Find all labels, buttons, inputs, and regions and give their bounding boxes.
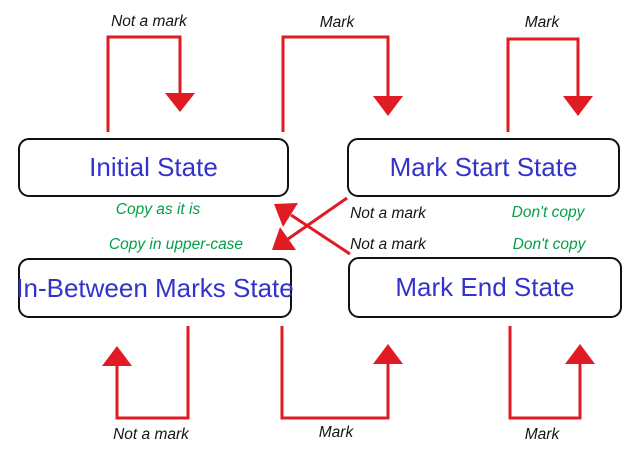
label-initial-to-mark-start: Mark bbox=[319, 14, 355, 31]
state-mark-start-label: Mark Start State bbox=[389, 152, 578, 182]
arrow-mark-start-self-loop bbox=[506, 37, 593, 132]
arrow-mark-end-to-initial bbox=[274, 203, 351, 256]
arrow-in-between-to-mark-end bbox=[280, 326, 403, 420]
arrow-mark-end-self-loop bbox=[508, 326, 595, 420]
arrow-in-between-self-loop bbox=[102, 326, 190, 420]
label-in-between-to-mark-end: Mark bbox=[318, 424, 354, 441]
label-dont-copy-top: Don't copy bbox=[511, 204, 585, 221]
state-initial-label: Initial State bbox=[89, 152, 218, 182]
state-mark-end: Mark End State bbox=[348, 257, 622, 318]
label-mark-end-to-initial: Not a mark bbox=[350, 205, 426, 222]
label-in-between-self-loop: Not a mark bbox=[113, 426, 189, 443]
label-dont-copy-bottom: Don't copy bbox=[512, 236, 586, 253]
label-mark-end-self-loop: Mark bbox=[524, 426, 560, 443]
state-in-between-label: In-Between Marks State bbox=[16, 272, 294, 303]
label-mark-start-self-loop: Mark bbox=[524, 14, 560, 31]
arrow-initial-self-loop bbox=[106, 35, 195, 132]
label-copy-upper: Copy in upper-case bbox=[108, 236, 244, 253]
state-initial: Initial State bbox=[18, 138, 289, 197]
state-mark-start: Mark Start State bbox=[347, 138, 620, 197]
state-mark-end-label: Mark End State bbox=[395, 272, 575, 302]
label-initial-self-loop: Not a mark bbox=[111, 13, 187, 30]
arrow-initial-to-mark-start bbox=[281, 35, 403, 132]
label-mark-start-to-in-between: Not a mark bbox=[350, 236, 426, 253]
state-in-between: In-Between Marks State bbox=[16, 258, 294, 318]
arrow-mark-start-to-in-between bbox=[272, 196, 348, 250]
label-copy-as-is: Copy as it is bbox=[115, 201, 201, 218]
